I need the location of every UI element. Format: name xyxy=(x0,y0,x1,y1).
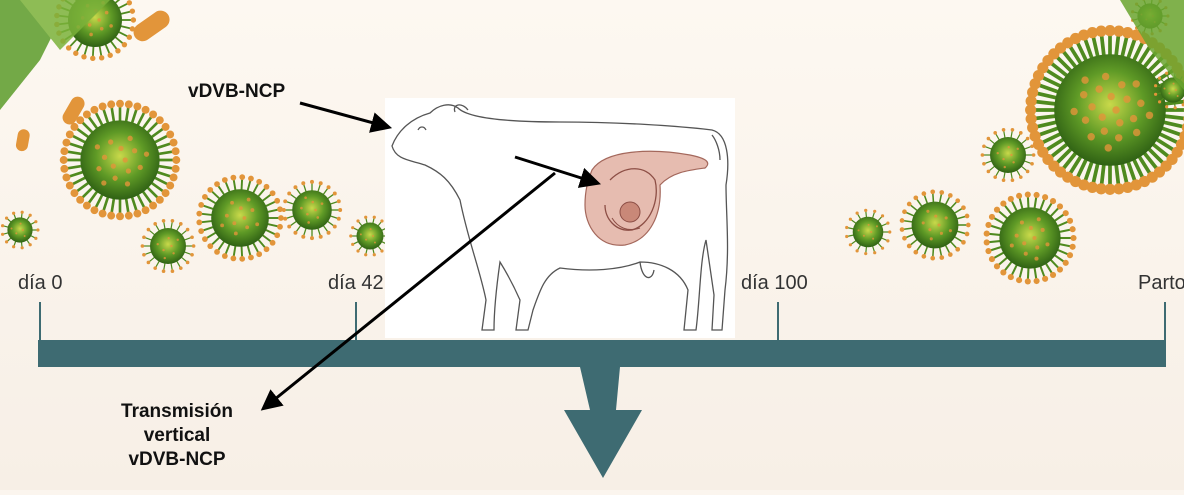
virus-label: vDVB-NCP xyxy=(188,80,285,104)
tick-label-day0: día 0 xyxy=(18,272,62,295)
tick-label-parto: Parto xyxy=(1138,272,1184,295)
tick-label-day42: día 42 xyxy=(328,272,384,295)
cow-panel xyxy=(385,98,735,338)
transmission-line-3: vDVB-NCP xyxy=(92,448,262,472)
tick-label-day100: día 100 xyxy=(741,272,808,295)
timeline-bar xyxy=(38,340,1166,367)
transmission-line-1: Transmisión xyxy=(92,400,262,424)
virus-icon xyxy=(60,100,181,221)
transmission-label: Transmisión vertical vDVB-NCP xyxy=(92,400,262,472)
transmission-line-2: vertical xyxy=(92,424,262,448)
